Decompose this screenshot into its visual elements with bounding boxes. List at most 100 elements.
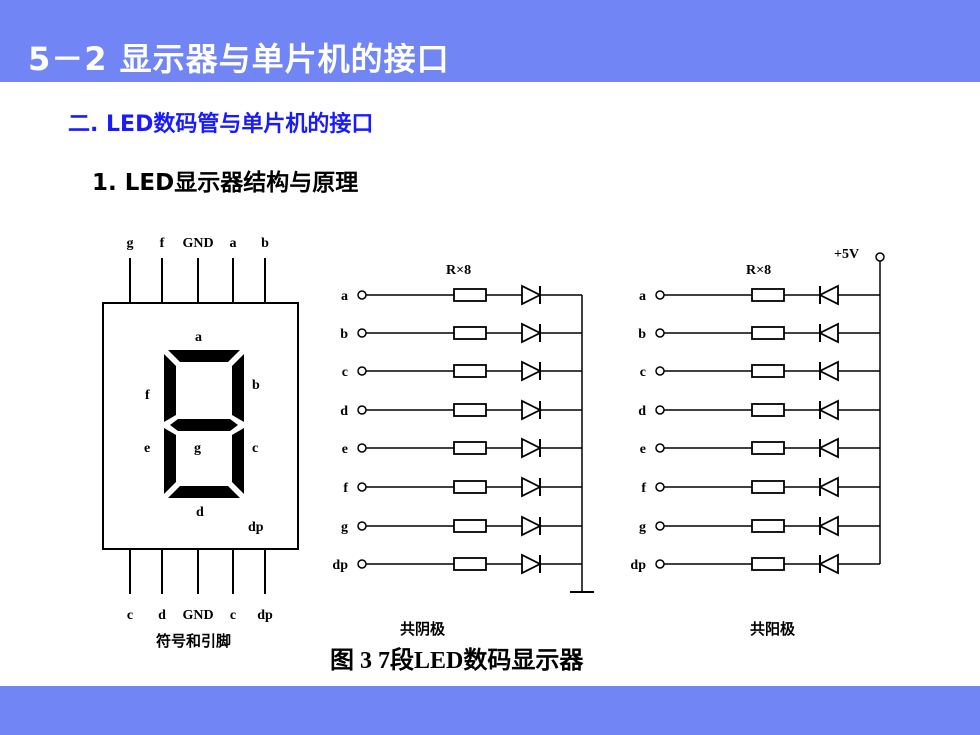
page-title: 5－2 显示器与单片机的接口 [28, 40, 450, 78]
input-label: b [340, 327, 348, 342]
diode [521, 553, 543, 575]
subtitle: 二. LED数码管与单片机的接口 [68, 112, 374, 137]
diode [521, 399, 543, 421]
section-heading: 1. LED显示器结构与原理 [92, 170, 359, 196]
cc-resistor-label: R×8 [446, 263, 471, 278]
resistor [453, 364, 487, 378]
top-pin-label: GND [182, 236, 213, 251]
resistor [453, 441, 487, 455]
bottom-pin-label: GND [182, 608, 213, 623]
resistor [751, 288, 785, 302]
input-terminal [357, 290, 367, 300]
diode [521, 515, 543, 537]
circuit-row: c [342, 360, 582, 382]
input-label: dp [332, 558, 348, 573]
diode [521, 476, 543, 498]
bottom-pin-label: d [158, 608, 166, 623]
segment-g [170, 419, 238, 431]
top-pin-lines [129, 258, 266, 303]
circuit-row: g [341, 515, 582, 537]
diode [521, 437, 543, 459]
input-terminal [655, 366, 665, 376]
common-cathode-caption: 共阴极 [400, 620, 446, 638]
circuit-row: d [340, 399, 582, 421]
segment-label-a: a [195, 330, 202, 345]
input-label: a [341, 289, 348, 304]
segment-b [232, 354, 244, 422]
bottom-pin-label: c [127, 608, 133, 623]
ca-resistor-label: R×8 [746, 263, 771, 278]
circuit-row: dp [630, 553, 880, 575]
common-anode-circuit: a b c d e f g dp [630, 261, 881, 575]
diode [817, 476, 839, 498]
segment-label-e: e [144, 441, 150, 456]
top-pin-label: a [230, 236, 237, 251]
resistor [453, 403, 487, 417]
input-terminal [655, 405, 665, 415]
common-anode-caption: 共阳极 [750, 620, 796, 638]
circuit-row: f [641, 476, 880, 498]
resistor [751, 519, 785, 533]
diode [817, 322, 839, 344]
digit-segments [164, 350, 244, 498]
segment-label-b: b [252, 378, 260, 393]
input-terminal [357, 521, 367, 531]
diode [817, 399, 839, 421]
display-body [102, 302, 299, 550]
top-pin-label: b [261, 236, 269, 251]
circuit-row: dp [332, 553, 582, 575]
resistor [751, 364, 785, 378]
input-label: a [639, 289, 646, 304]
top-pin-label: f [160, 236, 165, 251]
common-cathode-circuit: a b c d ef g dp [332, 284, 594, 593]
resistor [453, 557, 487, 571]
seven-segment-symbol [102, 258, 299, 594]
input-terminal [357, 443, 367, 453]
circuit-row: e [640, 437, 880, 459]
segment-label-c: c [252, 441, 258, 456]
segment-label-f: f [145, 388, 150, 403]
input-label: c [640, 365, 646, 380]
input-terminal [655, 521, 665, 531]
resistor [751, 326, 785, 340]
diode [521, 360, 543, 382]
circuit-row: e [342, 437, 582, 459]
diode [817, 360, 839, 382]
input-label: d [340, 404, 348, 419]
segment-label-g: g [194, 441, 201, 456]
segment-a [168, 350, 240, 362]
input-label: g [639, 520, 646, 535]
diode [521, 322, 543, 344]
segment-label-d: d [196, 505, 204, 520]
segment-f [164, 354, 176, 422]
segment-c [232, 428, 244, 494]
diode [521, 284, 543, 306]
circuit-row: a [639, 284, 880, 306]
input-terminal [357, 559, 367, 569]
diode [817, 284, 839, 306]
input-terminal [357, 366, 367, 376]
circuit-row: c [640, 360, 880, 382]
supply-terminal [875, 252, 885, 262]
bottom-pin-label: c [230, 608, 236, 623]
diode [817, 515, 839, 537]
symbol-caption: 符号和引脚 [156, 632, 231, 650]
input-terminal [357, 405, 367, 415]
resistor [751, 557, 785, 571]
input-label: g [341, 520, 348, 535]
circuit-row: f [343, 476, 582, 498]
input-label: f [641, 481, 646, 496]
segment-label-dp: dp [248, 520, 264, 535]
input-label: c [342, 365, 348, 380]
input-label: d [638, 404, 646, 419]
input-terminal [655, 290, 665, 300]
circuit-row: g [639, 515, 880, 537]
input-terminal [357, 482, 367, 492]
resistor [453, 326, 487, 340]
circuit-row: d [638, 399, 880, 421]
input-label: b [638, 327, 646, 342]
segment-labels: a b c d e f g dp [144, 330, 264, 535]
resistor [453, 519, 487, 533]
resistor [453, 480, 487, 494]
